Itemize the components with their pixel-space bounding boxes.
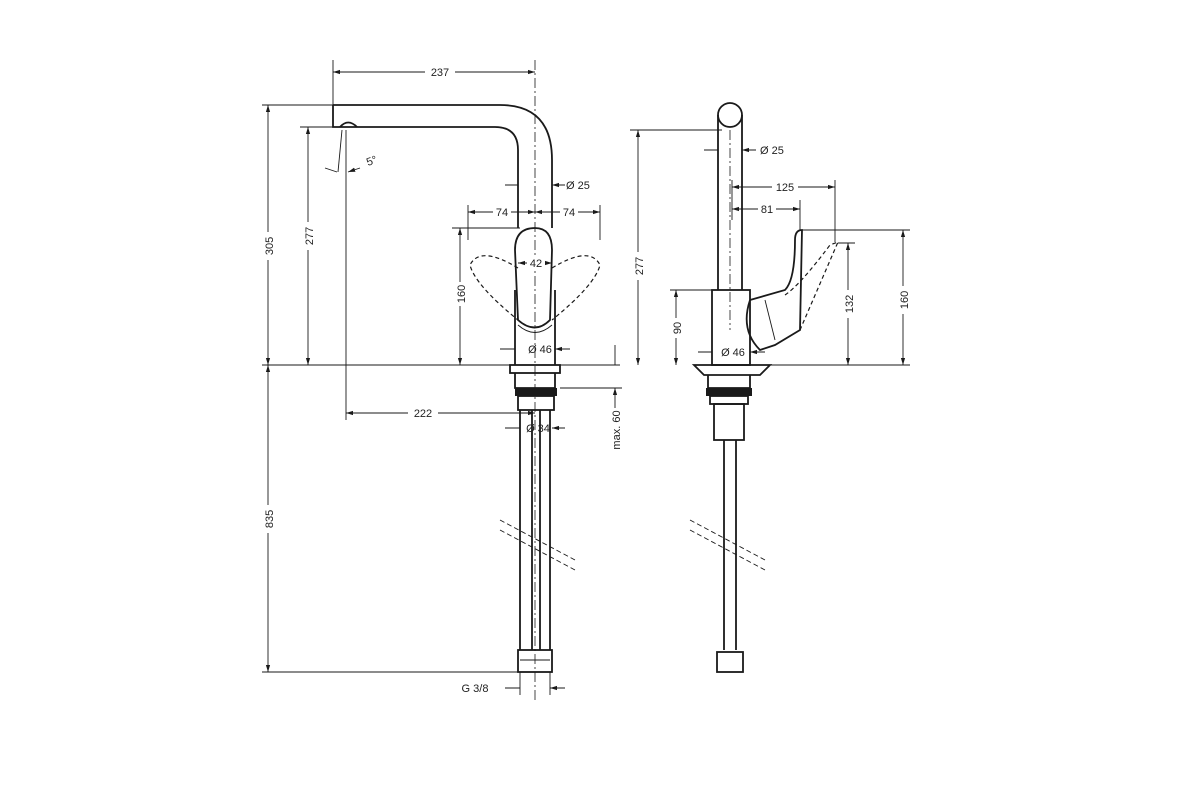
dim-spray-angle: 5° bbox=[365, 154, 379, 169]
dim-outlet-height: 277 bbox=[304, 227, 316, 245]
side-dimensions: 277 Ø 25 125 81 90 Ø 46 132 160 bbox=[630, 129, 911, 366]
front-dimensions: 237 305 277 835 5° Ø 25 74 74 160 42 Ø 4… bbox=[261, 60, 623, 695]
dim-shank-diameter: Ø 34 bbox=[526, 423, 550, 435]
side-dim-lever-reach-open: 125 bbox=[776, 182, 794, 194]
faucet-front-outline bbox=[332, 60, 601, 700]
side-dim-lever-height-closed: 160 bbox=[899, 291, 911, 309]
dim-handle-height: 160 bbox=[456, 285, 468, 303]
dim-body-diameter: Ø 46 bbox=[528, 344, 552, 356]
side-dim-body-diameter: Ø 46 bbox=[721, 347, 745, 359]
dim-handle-right: 74 bbox=[563, 207, 575, 219]
side-view: 277 Ø 25 125 81 90 Ø 46 132 160 bbox=[630, 102, 911, 673]
faucet-side-outline bbox=[689, 102, 840, 673]
dim-outlet-to-center: 222 bbox=[414, 408, 432, 420]
dim-max-thickness: max. 60 bbox=[611, 410, 623, 449]
dim-handle-width: 42 bbox=[530, 258, 542, 270]
dim-connection: G 3/8 bbox=[462, 683, 489, 695]
dim-hose-length: 835 bbox=[264, 510, 276, 528]
side-dim-lever-height-open: 132 bbox=[844, 295, 856, 313]
side-dim-spout-diameter: Ø 25 bbox=[760, 145, 784, 157]
side-dim-body-height: 90 bbox=[672, 322, 684, 334]
dim-spout-reach: 237 bbox=[431, 67, 449, 79]
side-dim-lever-reach-closed: 81 bbox=[761, 204, 773, 216]
dim-total-height: 305 bbox=[264, 237, 276, 255]
side-dim-outlet-height: 277 bbox=[634, 257, 646, 275]
dim-spout-diameter: Ø 25 bbox=[566, 180, 590, 192]
front-view: 237 305 277 835 5° Ø 25 74 74 160 42 Ø 4… bbox=[261, 60, 623, 700]
dim-handle-left: 74 bbox=[496, 207, 508, 219]
